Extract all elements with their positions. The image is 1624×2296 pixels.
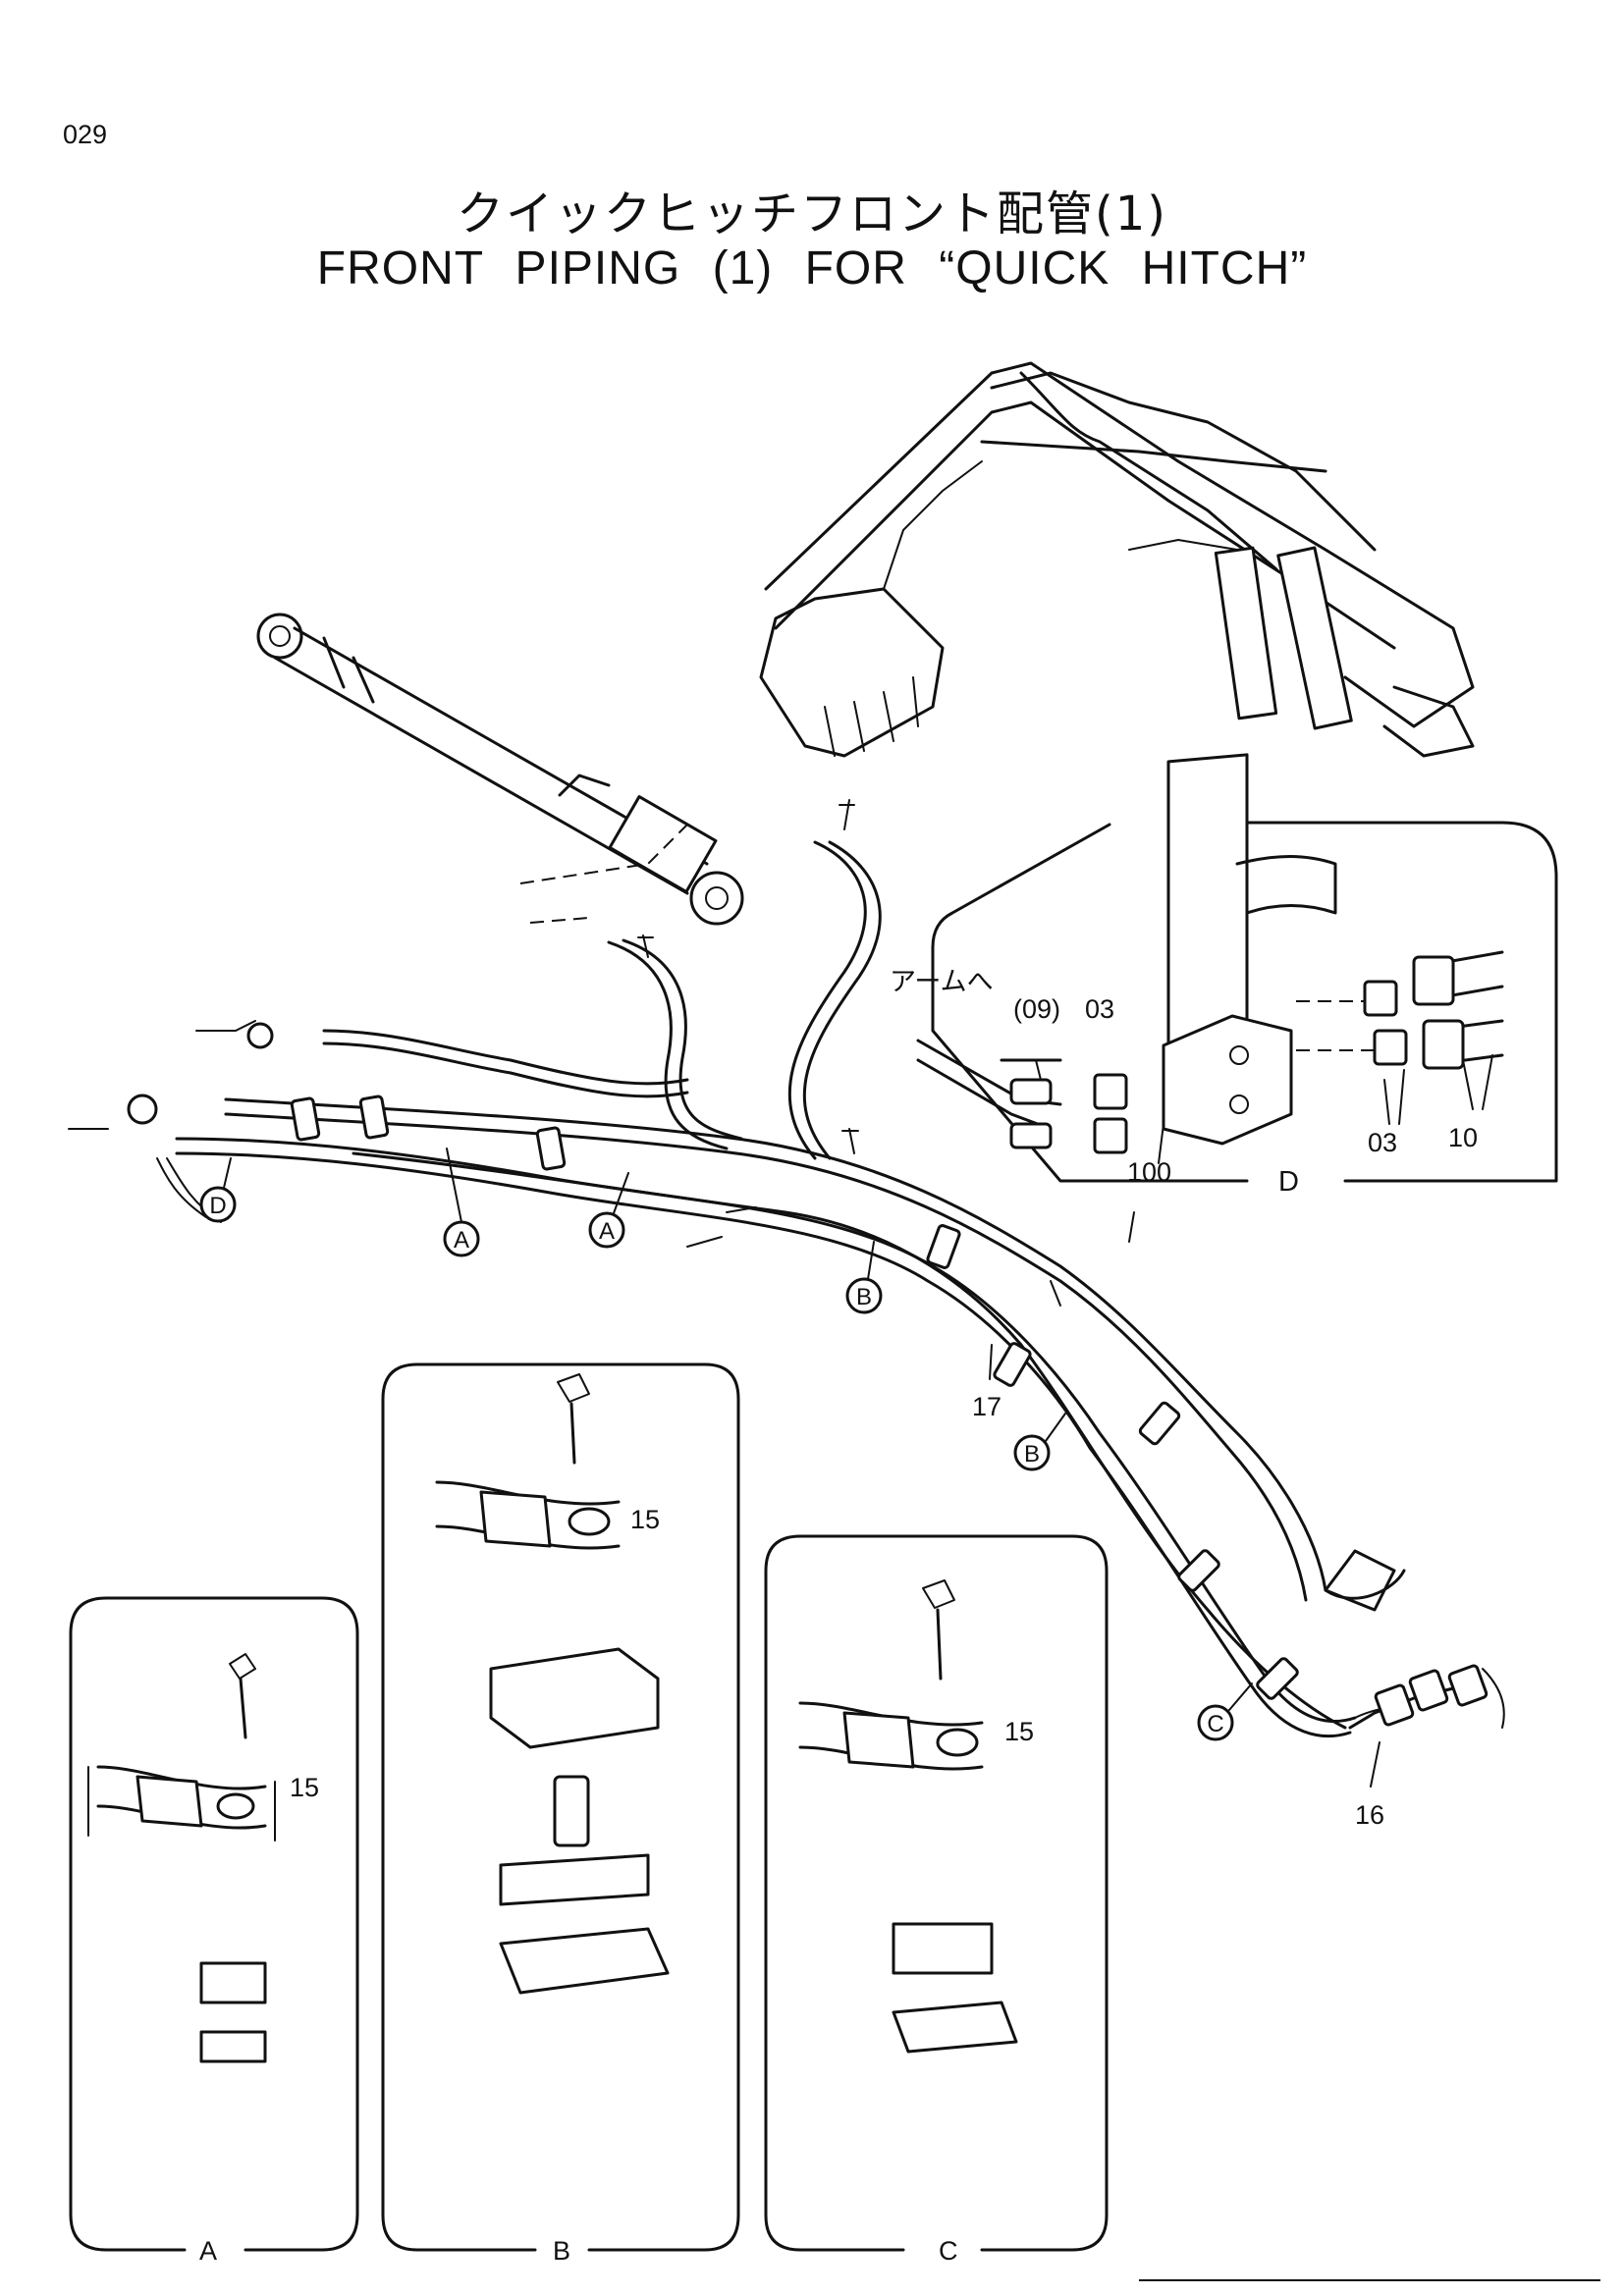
detail-d-label-100: 100 xyxy=(1127,1157,1171,1187)
part-17-leader xyxy=(989,1344,993,1380)
svg-text:B: B xyxy=(1024,1441,1040,1468)
callout-a-1: A xyxy=(443,1148,480,1257)
detail-d-panel-label: D xyxy=(1278,1166,1299,1198)
svg-text:D: D xyxy=(209,1193,226,1219)
part-17-label: 17 xyxy=(972,1392,1001,1421)
detail-d-panel xyxy=(916,753,1558,1183)
svg-text:A: A xyxy=(454,1227,469,1254)
part-16-leader xyxy=(1370,1741,1380,1788)
detail-d-note-japanese: アームへ xyxy=(890,967,994,996)
detail-a-panel-label: A xyxy=(199,2236,217,2266)
bottom-rule xyxy=(1139,2279,1600,2281)
svg-text:A: A xyxy=(599,1218,615,1245)
part-16-label: 16 xyxy=(1355,1800,1384,1830)
detail-b-panel xyxy=(381,1362,740,2252)
callout-b-2: B xyxy=(1013,1413,1066,1471)
detail-a-panel xyxy=(69,1596,359,2252)
detail-d-label-03-bottom: 03 xyxy=(1368,1128,1397,1157)
detail-d-label-03-top: 03 xyxy=(1085,994,1114,1024)
page-title-english: FRONT PIPING (1) FOR “QUICK HITCH” xyxy=(316,242,1308,294)
callout-a-2: A xyxy=(588,1172,629,1249)
svg-text:B: B xyxy=(856,1284,872,1310)
hose-lines xyxy=(519,824,882,1160)
detail-d-label-10: 10 xyxy=(1448,1123,1478,1152)
detail-c-panel xyxy=(764,1534,1109,2252)
right-end-fittings xyxy=(1374,1664,1505,1729)
left-fittings xyxy=(68,1020,689,1223)
svg-text:C: C xyxy=(1207,1711,1223,1737)
detail-c-panel-label: C xyxy=(939,2236,958,2266)
detail-a-part-label: 15 xyxy=(290,1773,319,1802)
pipe-clamps xyxy=(290,1095,1299,1700)
hydraulic-cylinder-illustration xyxy=(256,613,744,926)
detail-c-part-label: 15 xyxy=(1004,1717,1034,1746)
detail-b-panel-label: B xyxy=(553,2236,570,2266)
detail-b-part-label: 15 xyxy=(630,1505,660,1534)
callout-c: C xyxy=(1197,1682,1253,1741)
main-pipe-bundle xyxy=(175,1097,1455,1738)
page-number: 029 xyxy=(63,120,108,149)
excavator-front-illustration xyxy=(759,361,1475,758)
bolts xyxy=(637,799,1135,1307)
detail-d-label-09: (09) xyxy=(1013,994,1060,1024)
callout-d: D xyxy=(199,1157,237,1223)
page-title-japanese: クイックヒッチフロント配管(1) xyxy=(457,187,1167,241)
callout-b-1: B xyxy=(845,1241,883,1314)
